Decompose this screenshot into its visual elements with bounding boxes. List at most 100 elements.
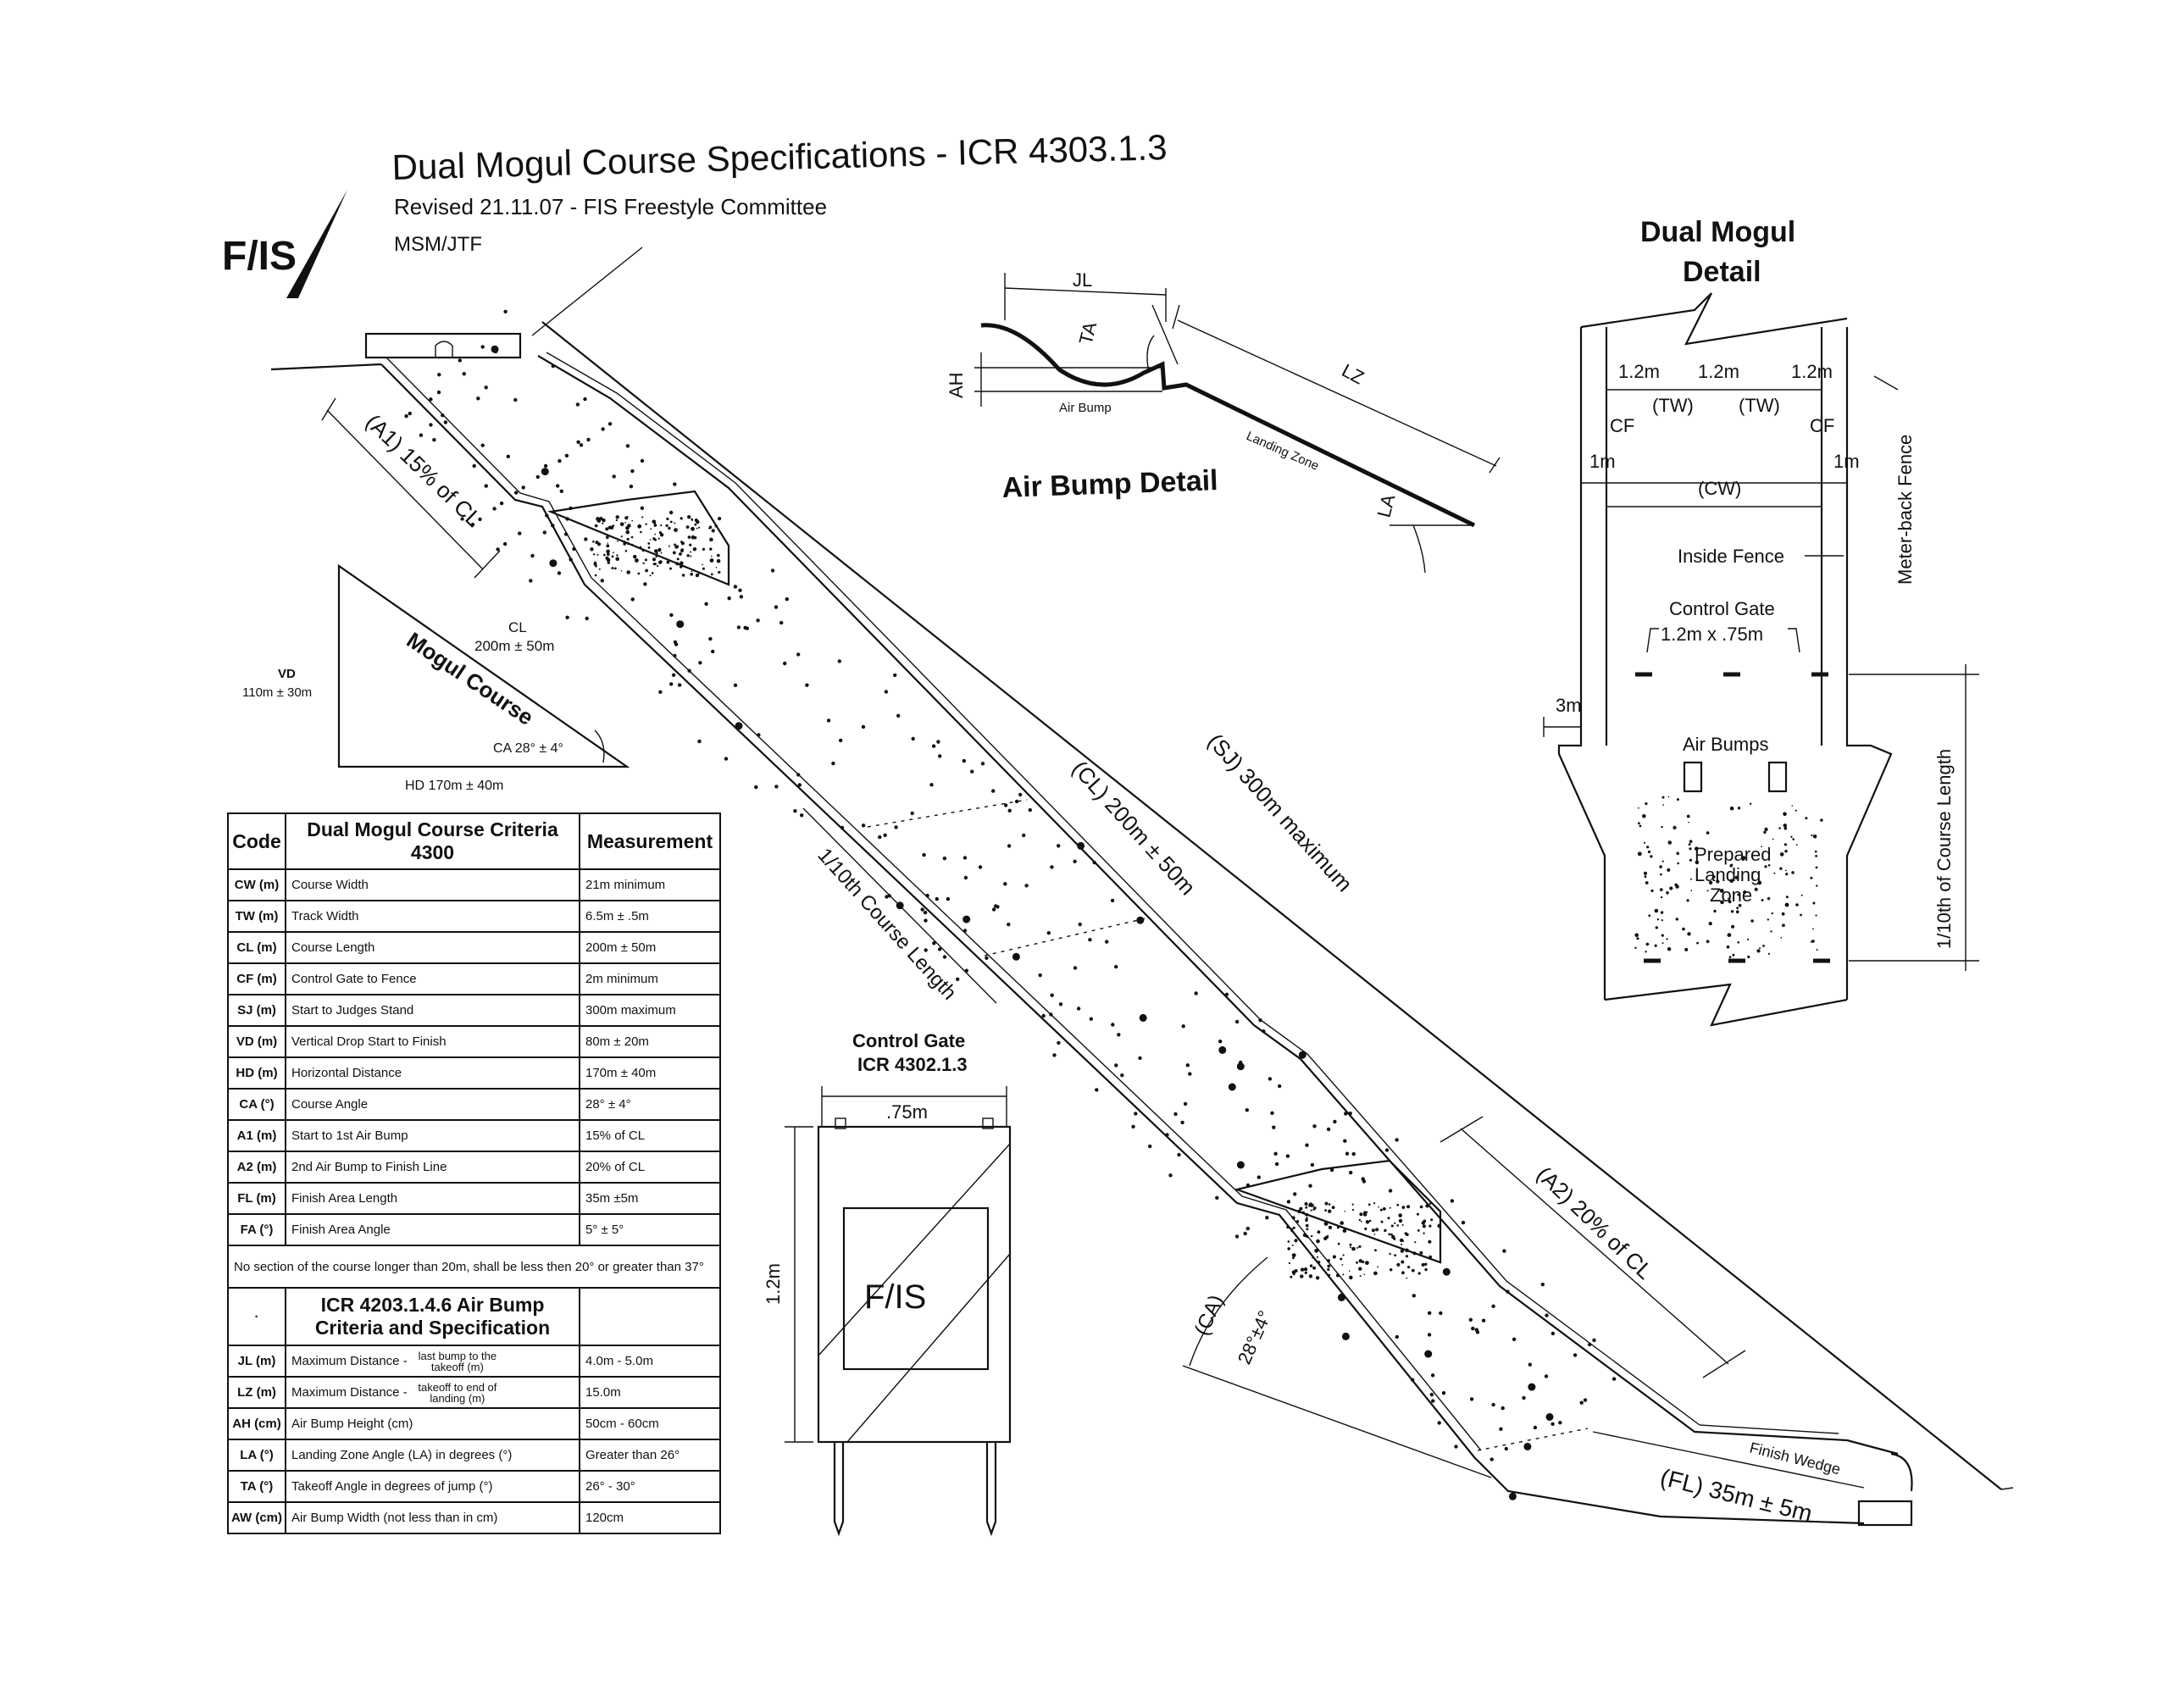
speckle <box>1327 1264 1331 1268</box>
mogul-dot <box>1258 1018 1262 1023</box>
speckle <box>1417 1229 1420 1232</box>
speckle <box>1795 809 1797 812</box>
speckle <box>691 573 693 576</box>
row-description: Start to 1st Air Bump <box>285 1119 580 1152</box>
mogul-dot <box>708 636 713 641</box>
speckle <box>686 554 690 557</box>
mogul-dot <box>1351 1151 1356 1156</box>
mogul-dot <box>1471 1326 1475 1331</box>
mogul-dot <box>931 744 936 748</box>
speckle <box>1350 1246 1351 1249</box>
speckle <box>660 524 663 527</box>
speckle <box>1382 1207 1386 1211</box>
speckle <box>702 567 705 570</box>
speckle <box>1634 946 1637 949</box>
tw1-label: (TW) <box>1652 395 1694 416</box>
speckle <box>1812 901 1816 905</box>
finish-house <box>1857 1500 1913 1527</box>
speckle <box>611 567 614 570</box>
mogul-dot <box>970 769 974 774</box>
speckle <box>1815 914 1817 917</box>
mogul-dot <box>1508 1492 1517 1500</box>
speckle <box>606 557 611 563</box>
mogul-dot <box>1424 1350 1433 1358</box>
mogul-dot <box>514 491 519 495</box>
speckle <box>649 574 652 577</box>
mogul-dot <box>1224 992 1229 997</box>
m1-label: 1m <box>1589 451 1616 472</box>
speckle <box>1400 1238 1404 1243</box>
speckle <box>1785 896 1789 899</box>
gate-logo: F/IS <box>864 1278 926 1316</box>
table-row: LZ (m)Maximum Distance - takeoff to end … <box>227 1376 721 1409</box>
speckle <box>1342 1254 1345 1256</box>
mogul-dot <box>1545 1413 1554 1421</box>
mogul-dot <box>1512 1337 1517 1342</box>
mogul-dot <box>774 605 779 609</box>
speckle <box>1660 888 1663 891</box>
speckle <box>1430 1218 1434 1222</box>
speckle <box>1791 805 1794 807</box>
jl-label: JL <box>1073 269 1092 291</box>
mogul-dot <box>564 453 569 458</box>
mogul-dot <box>924 918 928 923</box>
speckle <box>1401 1271 1405 1275</box>
mogul-dot <box>503 309 508 313</box>
mogul-dot <box>1049 1012 1053 1017</box>
ah-label: AH <box>946 372 967 398</box>
mogul-dot <box>1274 1162 1279 1167</box>
mogul-dot <box>535 474 540 480</box>
tri-cl: CL <box>508 619 527 635</box>
speckle <box>1340 1257 1343 1261</box>
speckle <box>1292 1226 1295 1229</box>
speckle <box>680 565 683 568</box>
speckle <box>1791 871 1795 874</box>
speckle <box>607 542 608 544</box>
a1-label: (A1) 15% of CL <box>361 409 487 532</box>
row-description-detail: last bump to the takeoff (m) <box>418 1349 497 1373</box>
mogul-dot <box>559 489 563 493</box>
speckle <box>1659 865 1662 868</box>
speckle <box>1654 908 1659 913</box>
speckle <box>1773 872 1776 874</box>
mogul-dot <box>1450 1199 1455 1203</box>
gate-height-label: 1.2m <box>763 1263 784 1305</box>
mogul-dot <box>938 754 942 758</box>
mogul-dot <box>1388 1189 1393 1193</box>
speckle <box>1292 1273 1295 1276</box>
speckle <box>1394 1254 1396 1256</box>
speckle <box>1419 1205 1423 1209</box>
mogul-dot <box>757 733 761 737</box>
speckle <box>1401 1249 1403 1250</box>
speckle <box>1741 856 1746 860</box>
speckle <box>1295 1220 1300 1223</box>
mogul-dot <box>831 761 835 766</box>
mogul-dot <box>1285 1154 1290 1158</box>
speckle <box>1342 1228 1347 1233</box>
mogul-dot <box>1441 1391 1446 1395</box>
speckle <box>652 519 657 524</box>
mogul-dot <box>1243 1231 1247 1236</box>
mogul-dot <box>937 947 942 951</box>
speckle <box>1300 1274 1304 1278</box>
speckle <box>1690 878 1692 880</box>
speckle <box>1340 1221 1344 1225</box>
speckle <box>1312 1242 1314 1244</box>
mogul-dot <box>1057 844 1061 848</box>
speckle <box>1731 924 1735 929</box>
row-measurement: 20% of CL <box>579 1151 721 1184</box>
mogul-dot <box>756 618 760 623</box>
mogul-dot <box>1528 1383 1536 1391</box>
mogul-dot <box>1305 1143 1309 1147</box>
speckle <box>598 568 601 570</box>
mogul-dot <box>1111 1023 1115 1027</box>
speckle <box>1401 1224 1404 1226</box>
mogul-dot <box>583 396 587 402</box>
mogul-dot <box>1297 1209 1301 1214</box>
speckle <box>626 570 630 574</box>
mogul-dot <box>676 620 685 629</box>
speckle <box>641 549 645 552</box>
speckle <box>710 573 713 576</box>
gate-width-label: .75m <box>886 1101 928 1123</box>
